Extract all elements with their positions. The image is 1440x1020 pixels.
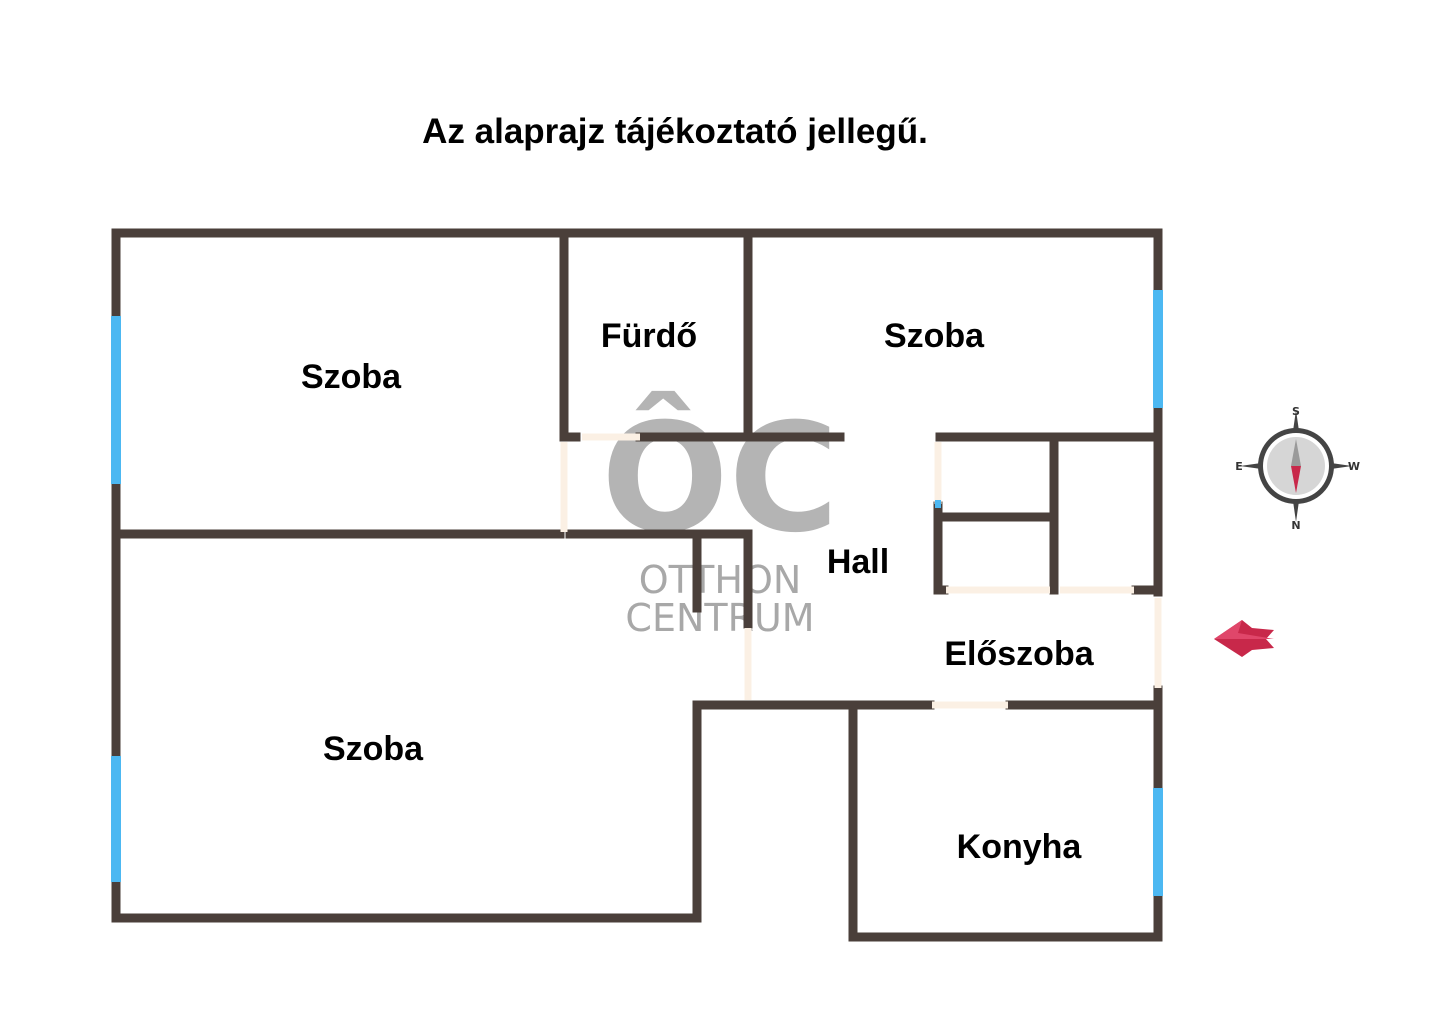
room-label-eloszoba: Előszoba <box>944 635 1094 673</box>
watermark-logo: ÔC <box>601 391 839 566</box>
compass-label-right: W <box>1348 460 1360 473</box>
room-label-szoba-east: Szoba <box>884 317 985 355</box>
entrance-arrow-icon <box>1214 620 1274 657</box>
compass-label-top: S <box>1292 405 1300 418</box>
compass-label-left: E <box>1235 460 1243 473</box>
doors <box>560 433 1162 709</box>
room-label-szoba-west: Szoba <box>301 358 402 396</box>
compass-icon: S N E W <box>1235 405 1360 532</box>
walls <box>111 228 1163 942</box>
room-label-konyha: Konyha <box>957 828 1083 866</box>
room-label-hall: Hall <box>827 543 889 581</box>
watermark-line1: OTTHON <box>639 558 802 602</box>
compass-label-bottom: N <box>1291 519 1300 532</box>
page-title: Az alaprajz tájékoztató jellegű. <box>422 112 928 151</box>
watermark: ÔC OTTHON CENTRUM <box>601 391 839 640</box>
watermark-line2: CENTRUM <box>625 596 814 640</box>
windows <box>111 290 1163 896</box>
room-label-szoba-big: Szoba <box>323 730 424 768</box>
room-label-furdo: Fürdő <box>601 317 697 355</box>
